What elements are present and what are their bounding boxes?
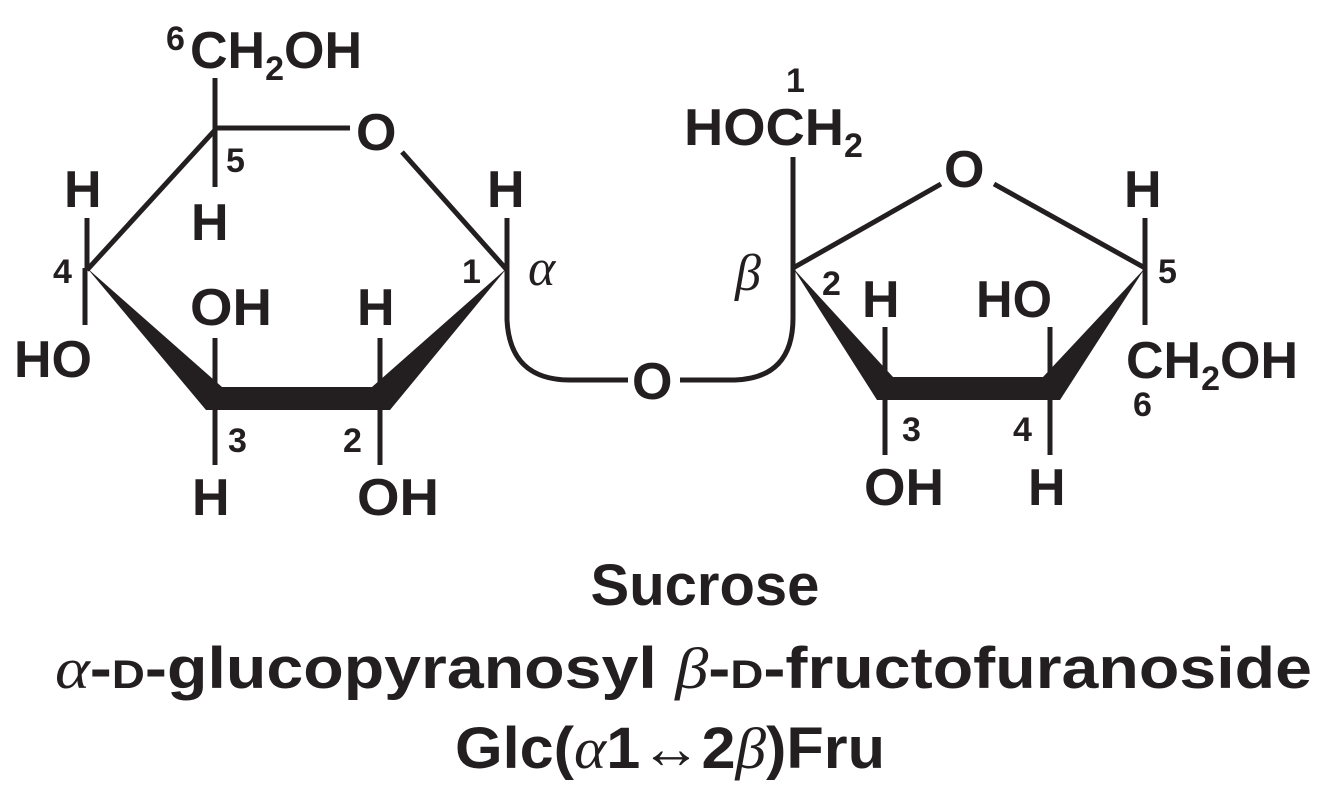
alpha-anomer-label: α — [528, 240, 557, 297]
glucose-c2-h: H — [357, 279, 395, 337]
bond-c3-c2 — [213, 387, 381, 410]
glucose-c3-number: 3 — [228, 422, 247, 460]
glucose-c3-oh: OH — [190, 279, 272, 337]
fructose-c6-number: 6 — [1133, 386, 1152, 424]
compound-name: Sucrose — [591, 553, 820, 618]
fructose-c3-oh: OH — [864, 459, 944, 517]
glucose-c2-oh: OH — [357, 469, 439, 527]
glucose-c6-group: CH2OH — [190, 22, 362, 88]
glucose-c5-number: 5 — [226, 142, 245, 180]
bond-o-c5 — [992, 181, 1147, 271]
glycosidic-bond-right — [680, 268, 796, 383]
glycosidic-bond-left — [504, 268, 628, 383]
glucose-ring — [82, 78, 510, 465]
beta-anomer-label: β — [734, 245, 761, 302]
fructose-c1-group: HOCH2 — [684, 99, 863, 165]
glucose-c1-h: H — [487, 161, 525, 219]
glucose-c4-number: 4 — [53, 253, 72, 291]
fructose-ring — [790, 157, 1148, 455]
glucose-c4-h: H — [64, 161, 102, 219]
bond-c5-c4 — [85, 128, 217, 272]
glucose-ring-oxygen: O — [356, 104, 396, 162]
fructose-c5-number: 5 — [1158, 253, 1177, 291]
fructose-c2-number: 2 — [822, 265, 841, 303]
glucose-c1-number: 1 — [462, 253, 481, 291]
glucose-c2-number: 2 — [343, 422, 362, 460]
fructose-c3-h: H — [862, 271, 900, 329]
fructose-c1-number: 1 — [786, 62, 805, 100]
fructose-c4-number: 4 — [1013, 411, 1032, 449]
glycosidic-oxygen: O — [632, 353, 672, 411]
bond-o-c1 — [400, 150, 509, 272]
fructose-c4-ho: HO — [976, 271, 1052, 329]
bond-c2-o — [791, 181, 943, 271]
fructose-c4-h: H — [1028, 459, 1066, 517]
fructose-c5-h: H — [1124, 161, 1162, 219]
glucose-c6-number: 6 — [166, 20, 185, 58]
fructose-ring-oxygen: O — [944, 141, 984, 199]
wedge-c2-c1 — [372, 268, 507, 410]
glucose-c4-ho: HO — [14, 331, 92, 389]
wedge-c2-c3 — [793, 268, 893, 400]
fructose-c3-number: 3 — [902, 411, 921, 449]
glucose-c5-h: H — [191, 194, 229, 252]
wedge-c4-c3 — [87, 268, 222, 410]
bond-c3-c4 — [885, 377, 1051, 400]
glucose-c3-h: H — [192, 469, 230, 527]
wedge-c4-c5 — [1043, 268, 1145, 400]
systematic-name: α-D-glucopyranosyl β-D-fructofuranoside — [55, 636, 1312, 701]
fructose-c6-group: CH2OH — [1126, 332, 1298, 398]
